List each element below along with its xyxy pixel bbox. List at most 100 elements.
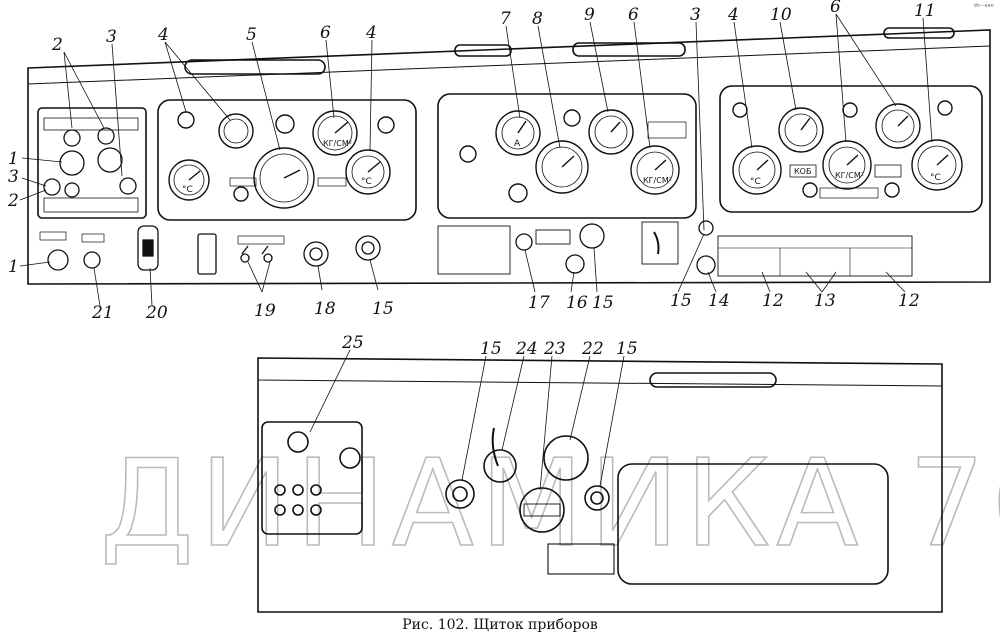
pressure-gauge-2 [630, 145, 680, 195]
left-knob-c [43, 178, 61, 196]
temp-unit-label: °C [361, 177, 372, 187]
left-large-knob-b [97, 147, 123, 173]
callout-6: 6 [320, 23, 331, 43]
fuel-unit-label: КОБ [794, 167, 811, 176]
callout-15: 15 [372, 299, 394, 319]
callout-12: 12 [898, 291, 920, 311]
ammeter [495, 110, 541, 156]
tachometer [535, 140, 589, 194]
temp-gauge-3 [732, 145, 782, 195]
pressure-unit-label: КГ/СМ² [835, 171, 864, 180]
callout-17: 17 [528, 293, 550, 313]
cluster1-lamp [177, 111, 195, 129]
fuse-block [535, 229, 571, 245]
cluster2-lamp-c [563, 109, 581, 127]
switch-plate-25 [261, 421, 363, 535]
callout-3: 3 [8, 167, 19, 187]
callout-13: 13 [814, 291, 836, 311]
pressure-gauge-1 [312, 110, 358, 156]
cluster3-lamp-e [884, 182, 900, 198]
callout-lines [19, 13, 933, 491]
callout-6: 6 [830, 0, 841, 17]
gauge-unit-labels: °C °C °C °C A КГ/СМ² КГ/СМ² КГ/СМ² КОБ [182, 139, 941, 195]
callout-23: 23 [543, 339, 566, 359]
callout-8: 8 [532, 9, 543, 29]
glovebox-door [617, 463, 889, 585]
temp-gauge-2 [345, 149, 391, 195]
callout-10: 10 [770, 5, 792, 25]
callout-18: 18 [314, 299, 336, 319]
socket-14 [696, 255, 716, 275]
lever-plate [641, 221, 679, 265]
callout-4: 4 [365, 23, 377, 43]
callout-6: 6 [628, 5, 639, 25]
callout-15: 15 [616, 339, 638, 359]
callout-22: 22 [581, 339, 604, 359]
callout-5: 5 [246, 25, 257, 45]
button-16 [565, 254, 585, 274]
callout-7: 7 [500, 9, 511, 29]
callout-1: 1 [8, 257, 19, 277]
switch-15c [698, 220, 714, 236]
caption-prefix: Рис. 102. [402, 617, 469, 633]
callout-12: 12 [762, 291, 784, 311]
cluster-3-gauges [732, 100, 963, 199]
cluster3-lamp-a [732, 102, 748, 118]
cluster-2-gauges [459, 109, 687, 203]
callout-15: 15 [592, 293, 614, 313]
callout-4: 4 [157, 25, 169, 45]
left-knob-e [119, 177, 137, 195]
callout-3: 3 [106, 27, 117, 47]
figure-caption: Рис. 102. Щиток приборов [0, 617, 1000, 633]
callout-2: 2 [7, 191, 19, 211]
callout-20: 20 [145, 303, 168, 323]
temp-unit-label: °C [750, 177, 761, 187]
temp-gauge-1 [168, 159, 210, 201]
callout-1: 1 [8, 149, 19, 169]
left-knob-a [63, 129, 81, 147]
pressure-gauge-3 [822, 140, 872, 190]
cluster1-lamp-b [377, 116, 395, 134]
left-lower-button [83, 251, 101, 269]
upper-panel-switches [197, 220, 913, 277]
callout-24: 24 [515, 339, 538, 359]
left-knob-b [97, 127, 115, 145]
fuel-gauge [778, 107, 824, 153]
cluster3-lamp-b [842, 102, 858, 118]
info-plate-right [717, 235, 913, 277]
upper-panel [27, 27, 991, 285]
temp-unit-label: °C [182, 185, 193, 195]
callout-15: 15 [670, 291, 692, 311]
left-large-knob-a [59, 150, 85, 176]
cluster2-lamp-b [508, 183, 528, 203]
cluster3-lamp-c [937, 100, 953, 116]
left-switch-panel [39, 117, 159, 271]
knob-15b [579, 223, 605, 249]
callout-14: 14 [708, 291, 730, 311]
cluster3-lamp-d [802, 182, 818, 198]
callout-3: 3 [690, 5, 701, 25]
callout-21: 21 [91, 303, 114, 323]
corner-mark: ᵈᵒ⁻ᵃᵃᵉ [973, 2, 994, 11]
pressure-unit-label: КГ/СМ² [323, 139, 352, 148]
callout-4: 4 [727, 5, 739, 25]
callout-9: 9 [584, 5, 595, 25]
switch-17 [515, 233, 533, 251]
callout-16: 16 [566, 293, 588, 313]
toggle-15e [584, 485, 610, 511]
caption-title: Щиток приборов [473, 617, 598, 633]
left-lower-knob [47, 249, 69, 271]
left-vertical-switch [137, 225, 159, 271]
pressure-unit-label: КГ/СМ² [643, 176, 672, 185]
info-plate-left [437, 225, 511, 275]
callout-11: 11 [914, 1, 936, 21]
toggle-switch-18 [303, 241, 329, 267]
clock [588, 109, 634, 155]
dial-23 [519, 487, 565, 533]
cluster1-indicator [275, 114, 295, 134]
lever-24 [483, 449, 517, 483]
callout-numbers: 2 3 4 5 6 4 7 8 9 6 3 4 10 6 11 1 3 2 1 … [7, 0, 936, 359]
pressure-gauge-4 [875, 103, 921, 149]
thermometer-strip [197, 233, 217, 275]
